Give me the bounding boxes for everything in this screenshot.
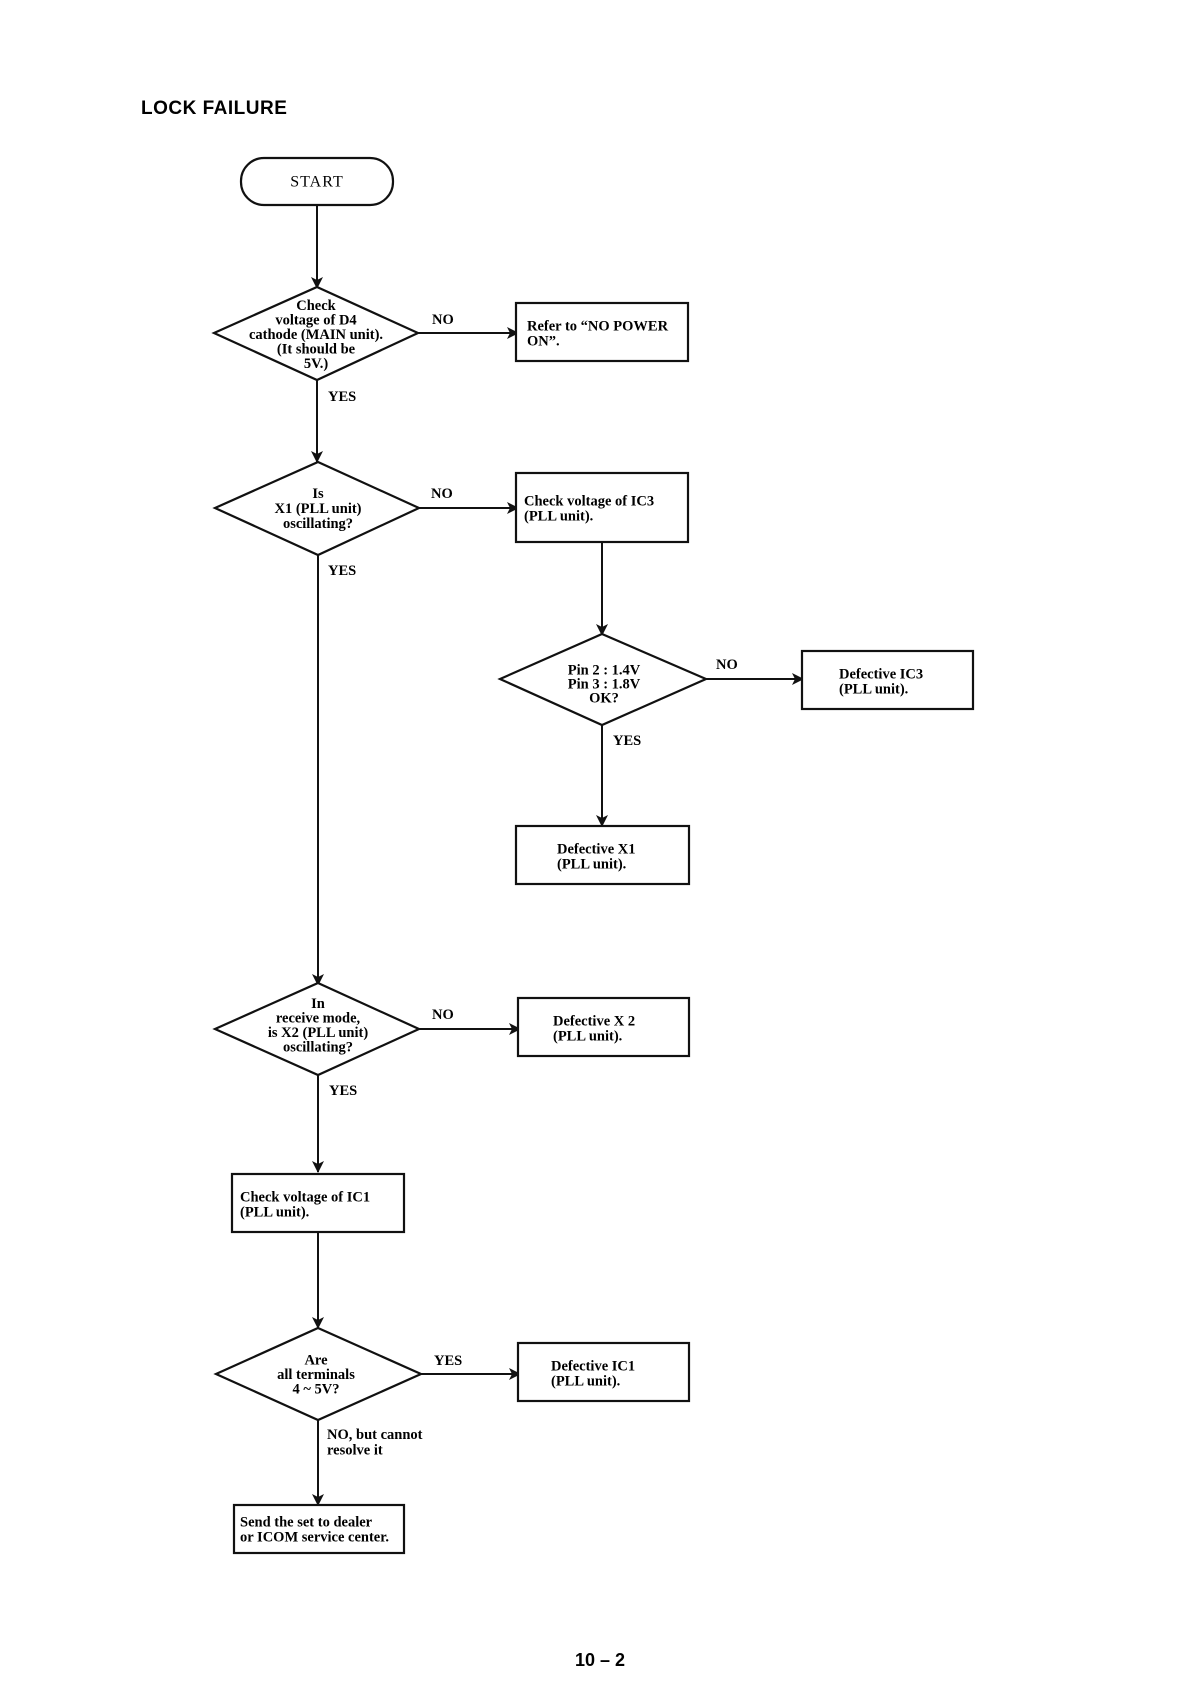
node-text-check-d4: cathode (MAIN unit). [249,327,383,343]
edge-label-term-no: NO, but cannot [327,1427,423,1443]
edge-label-pin-no: NO [716,657,738,673]
page-number: 10 – 2 [575,1650,625,1670]
edge-label-term-no: resolve it [327,1443,383,1459]
edge-label-term-yes: YES [434,1353,462,1369]
edge-label-x2-yes: YES [329,1083,357,1099]
edge-label-d4-no: NO [432,312,454,328]
edge-label-d4-yes: YES [328,389,356,405]
edge-label-x1-no: NO [431,486,453,502]
node-text-x1-osc: X1 (PLL unit) [274,501,361,517]
page-title: LOCK FAILURE [141,98,287,119]
node-text-send: or ICOM service center. [240,1529,389,1545]
node-text-check-ic1: (PLL unit). [240,1204,309,1220]
start-node: START [239,156,395,207]
node-text-check-ic3: (PLL unit). [524,508,593,524]
connectors [311,205,804,1506]
box-check-ic3: Check voltage of IC3(PLL unit). [514,471,690,544]
node-text-terminals: 4 ~ 5V? [292,1381,339,1397]
node-text-def-ic3: (PLL unit). [839,681,908,697]
node-text-check-ic3: Check voltage of IC3 [524,493,654,509]
box-check-ic1: Check voltage of IC1(PLL unit). [230,1172,406,1234]
node-text-def-x1: Defective X1 [557,841,636,857]
node-text-pin-ok: Pin 2 : 1.4V [568,663,641,679]
node-text-start: START [290,173,343,190]
edge-label-x1-yes: YES [328,563,356,579]
node-text-x1-osc: Is [312,486,324,502]
node-text-x2-osc: In [311,996,325,1012]
edge-label-x2-no: NO [432,1007,454,1023]
node-text-check-d4: voltage of D4 [275,312,356,328]
box-defective-x1: Defective X1(PLL unit). [514,824,691,886]
node-text-x2-osc: is X2 (PLL unit) [268,1025,368,1041]
node-text-x2-osc: oscillating? [283,1040,353,1056]
node-text-def-x1: (PLL unit). [557,856,626,872]
box-defective-ic3: Defective IC3(PLL unit). [800,649,975,711]
box-defective-x2: Defective X 2(PLL unit). [516,996,691,1058]
node-text-terminals: all terminals [277,1367,355,1383]
node-text-send: Send the set to dealer [240,1514,373,1530]
node-text-x2-osc: receive mode, [276,1011,361,1027]
node-text-no-power: Refer to “NO POWER [527,318,669,334]
node-text-check-ic1: Check voltage of IC1 [240,1189,370,1205]
edge-label-pin-yes: YES [613,733,641,749]
node-text-def-ic3: Defective IC3 [839,666,923,682]
box-defective-ic1: Defective IC1(PLL unit). [516,1341,691,1403]
node-text-check-d4: (It should be [277,341,356,357]
node-text-def-ic1: (PLL unit). [551,1373,620,1389]
node-text-def-ic1: Defective IC1 [551,1358,635,1374]
node-text-terminals: Are [304,1352,328,1368]
node-text-def-x2: Defective X 2 [553,1013,635,1029]
node-text-check-d4: 5V.) [304,356,328,372]
node-text-no-power: ON”. [527,333,560,349]
node-text-check-d4: Check [296,298,336,314]
node-text-pin-ok: OK? [589,691,619,707]
node-text-def-x2: (PLL unit). [553,1028,622,1044]
node-text-pin-ok: Pin 3 : 1.8V [568,677,641,693]
node-text-x1-osc: oscillating? [283,516,353,532]
